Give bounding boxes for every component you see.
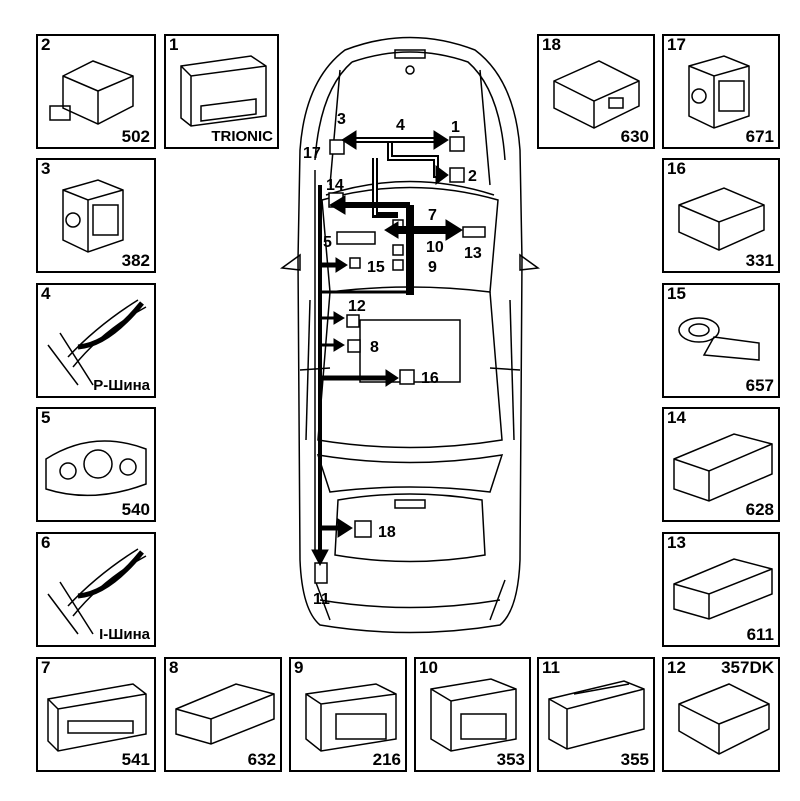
cd-changer-icon (548, 680, 645, 750)
abs-unit-icon (688, 55, 750, 129)
component-box-4: 4 P-Шина (36, 283, 156, 398)
twisted-cable-icon (47, 548, 147, 635)
car-label-4: 4 (396, 117, 405, 134)
car-label-11: 11 (313, 591, 330, 608)
component-box-17: 17 671 (662, 34, 780, 149)
control-module-icon (553, 60, 640, 129)
car-label-5: 5 (323, 234, 332, 251)
component-box-18: 18 630 (537, 34, 655, 149)
car-label-2: 2 (468, 168, 477, 185)
ecu-module-icon (180, 55, 267, 127)
car-label-10: 10 (426, 239, 444, 256)
steering-sensor-icon (678, 317, 760, 361)
component-box-11: 11 355 (537, 657, 655, 772)
car-label-3: 3 (337, 111, 346, 128)
component-box-12: 12 357DK (662, 657, 780, 772)
display-panel-icon (47, 683, 147, 752)
car-label-14: 14 (326, 177, 344, 194)
radio-unit-icon (430, 678, 517, 752)
right-mirror (519, 253, 541, 271)
component-box-15: 15 657 (662, 283, 780, 398)
component-box-10: 10 353 (414, 657, 531, 772)
control-module-icon (673, 433, 773, 502)
abs-unit-icon (62, 179, 124, 253)
control-module-icon (678, 683, 770, 755)
car-label-13: 13 (464, 245, 482, 262)
component-box-3: 3 382 (36, 158, 156, 273)
rear-window (316, 454, 504, 493)
control-module-icon (673, 558, 773, 620)
component-box-14: 14 628 (662, 407, 780, 522)
car-label-9: 9 (428, 259, 437, 276)
component-box-7: 7 541 (36, 657, 156, 772)
car-label-16: 16 (421, 370, 439, 387)
instrument-cluster-icon (45, 440, 147, 497)
windshield (321, 186, 499, 293)
sensor-module-icon (49, 60, 134, 125)
left-mirror (279, 253, 301, 271)
car-label-15: 15 (367, 259, 385, 276)
car-label-1: 1 (451, 119, 460, 136)
twisted-cable-icon (47, 299, 147, 386)
component-box-9: 9 216 (289, 657, 407, 772)
car-label-18: 18 (378, 524, 396, 541)
component-box-1: 1 TRIONIC (164, 34, 279, 149)
car-label-8: 8 (370, 339, 379, 356)
component-box-8: 8 632 (164, 657, 282, 772)
component-box-13: 13 611 (662, 532, 780, 647)
component-box-16: 16 331 (662, 158, 780, 273)
component-box-2: 2 502 (36, 34, 156, 149)
climate-panel-icon (305, 683, 397, 752)
car-label-12: 12 (348, 298, 366, 315)
car-label-17: 17 (303, 145, 321, 162)
car-label-7: 7 (428, 207, 437, 224)
car-body-outline (297, 36, 523, 634)
airbag-module-icon (678, 187, 765, 251)
trunk-lid (334, 493, 486, 563)
control-module-icon (175, 683, 275, 745)
component-box-6: 6 I-Шина (36, 532, 156, 647)
component-box-5: 5 540 (36, 407, 156, 522)
